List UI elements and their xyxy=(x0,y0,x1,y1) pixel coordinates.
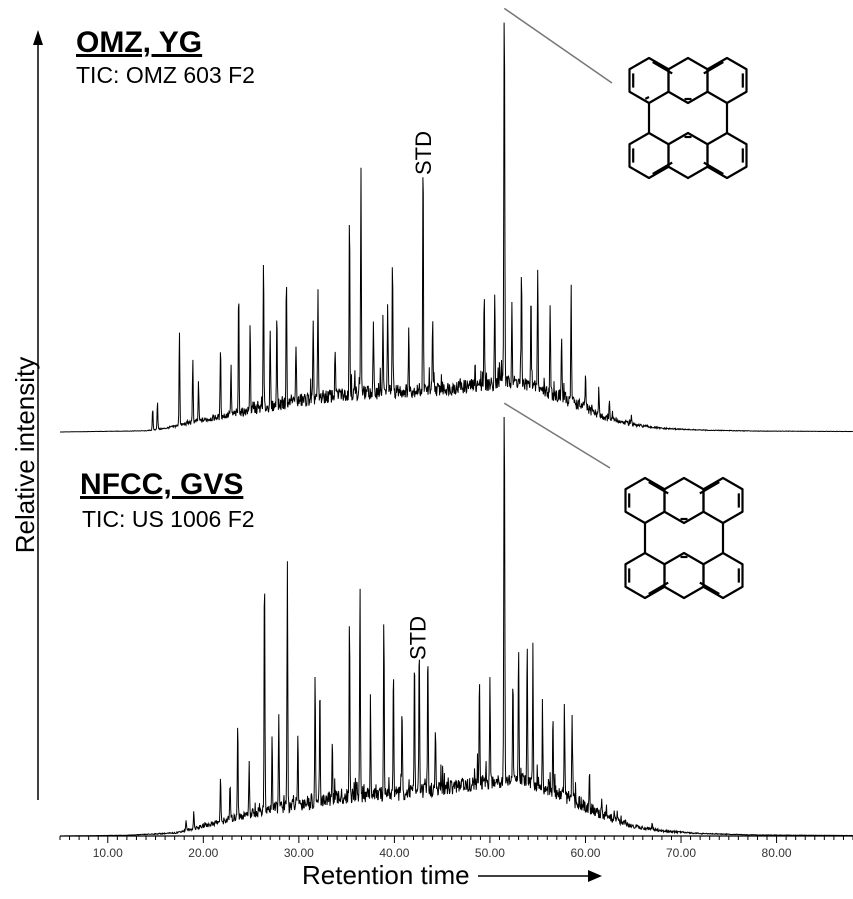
panel-title: NFCC, GVS xyxy=(80,468,243,501)
x-tick-label: 30.00 xyxy=(284,846,314,860)
y-axis: Relative intensity xyxy=(10,30,43,800)
x-axis-ticks: 10.00 20.00 30.00 40.00 50.00 60.00 70.00 80.00 xyxy=(59,836,853,860)
std-label: STD xyxy=(411,131,436,175)
chromatogram-panel-bottom: NFCC, GVS TIC: US 1006 F2 STD xyxy=(60,402,853,837)
x-tick-label: 10.00 xyxy=(93,846,123,860)
x-axis-arrowhead xyxy=(588,870,602,882)
x-tick-label: 50.00 xyxy=(475,846,505,860)
peak-leader-line xyxy=(503,7,613,84)
x-tick-label: 80.00 xyxy=(762,846,792,860)
chromatogram-trace xyxy=(60,22,853,433)
x-tick-label: 70.00 xyxy=(666,846,696,860)
x-tick-label: 60.00 xyxy=(570,846,600,860)
panel-subtitle: TIC: OMZ 603 F2 xyxy=(76,62,255,88)
perylene-structure xyxy=(624,476,744,600)
chromatogram-panel-top: OMZ, YG TIC: OMZ 603 F2 STD xyxy=(60,7,853,433)
panel-title: OMZ, YG xyxy=(76,26,202,59)
peak-leader-line xyxy=(503,402,611,469)
y-axis-arrowhead xyxy=(33,30,43,45)
x-tick-label: 20.00 xyxy=(188,846,218,860)
x-axis-title: Retention time xyxy=(302,860,470,890)
perylene-structure xyxy=(628,56,748,180)
panel-subtitle: TIC: US 1006 F2 xyxy=(82,506,255,532)
std-label: STD xyxy=(405,616,430,660)
y-axis-title: Relative intensity xyxy=(10,357,40,554)
chromatogram-trace xyxy=(60,416,853,837)
x-axis: 10.00 20.00 30.00 40.00 50.00 60.00 70.00 80.00… xyxy=(59,835,853,890)
x-tick-label: 40.00 xyxy=(379,846,409,860)
